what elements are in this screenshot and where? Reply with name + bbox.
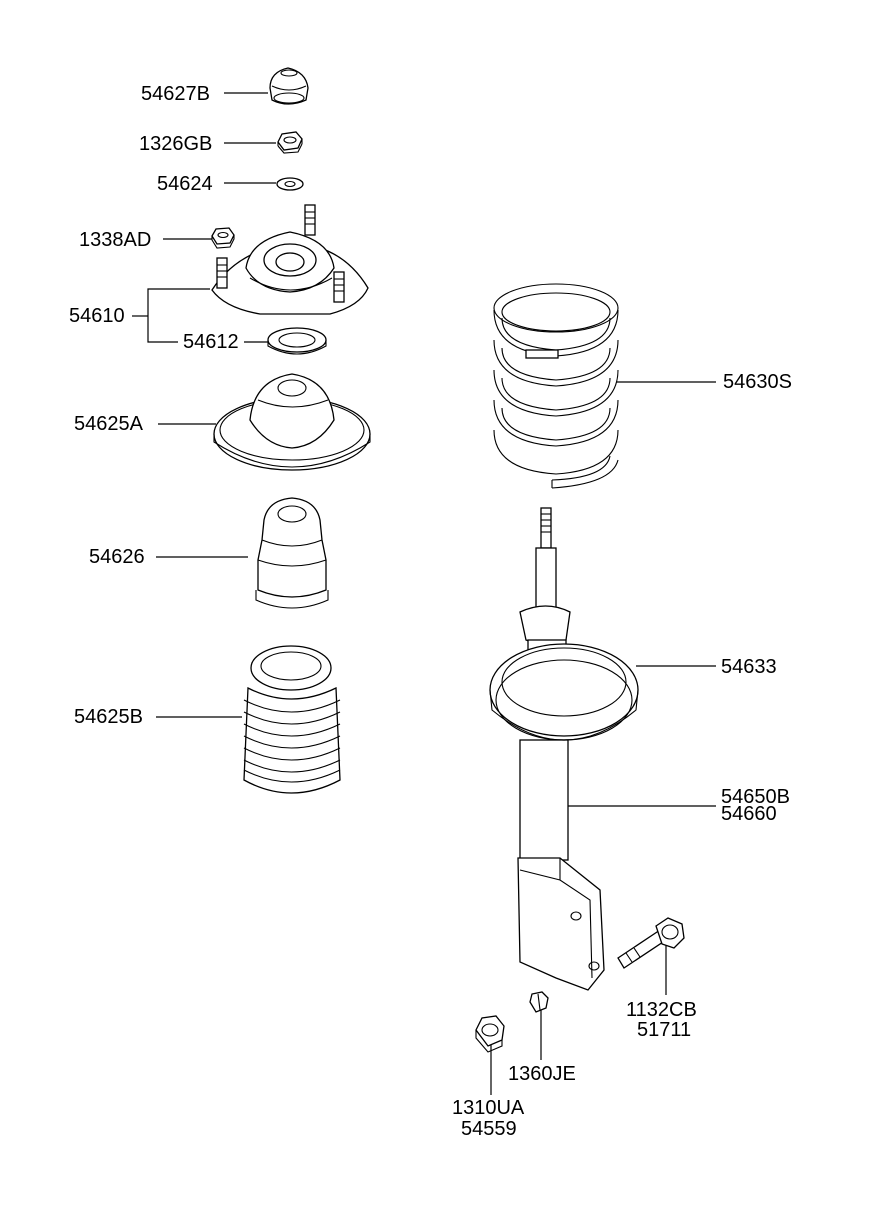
part-54612-bearing — [267, 327, 327, 355]
label-1310UA: 1310UA — [452, 1097, 525, 1119]
label-54624: 54624 — [157, 173, 213, 195]
label-51711: 51711 — [637, 1019, 692, 1041]
label-54610: 54610 — [69, 305, 125, 327]
part-1326GB-nut — [277, 131, 303, 154]
part-54626-bump-stop — [255, 497, 329, 609]
part-54630S-coil-spring — [493, 283, 619, 489]
label-54625B: 54625B — [74, 706, 143, 728]
part-54625B-dust-boot — [243, 645, 341, 794]
part-54627B-cap — [269, 67, 309, 105]
part-1132CB-bolt — [617, 917, 685, 969]
part-54633-spring-seat — [489, 643, 639, 741]
label-54625A: 54625A — [74, 413, 143, 435]
label-1132CB: 1132CB — [626, 999, 697, 1021]
label-54630S: 54630S — [723, 371, 792, 393]
part-54625A-spring-seat — [213, 373, 371, 471]
part-54624-washer — [276, 177, 304, 191]
label-54633: 54633 — [721, 656, 777, 678]
part-1338AD-nut — [211, 227, 235, 249]
leader-lines — [132, 92, 716, 1095]
part-54650B-strut — [517, 507, 605, 991]
label-1360JE: 1360JE — [508, 1063, 576, 1085]
label-54627B: 54627B — [141, 83, 210, 105]
label-1338AD: 1338AD — [79, 229, 152, 251]
part-1360JE-nut — [529, 991, 549, 1013]
part-1310UA-flange-nut — [475, 1015, 505, 1053]
label-54650B: 54650B — [721, 786, 790, 808]
label-54559: 54559 — [461, 1118, 517, 1140]
part-54610-upper-mount — [211, 204, 369, 315]
label-54612: 54612 — [183, 331, 239, 353]
label-1326GB: 1326GB — [139, 133, 213, 155]
label-54626: 54626 — [89, 546, 145, 568]
label-54660: 54660 — [721, 803, 777, 825]
